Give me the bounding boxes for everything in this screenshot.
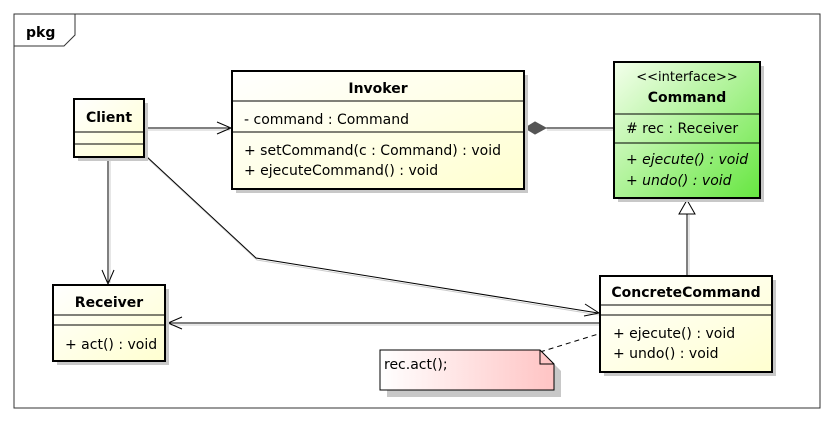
- concretecommand-operation-undo: + undo() : void: [613, 346, 719, 362]
- command-stereotype: <<interface>>: [636, 70, 738, 85]
- class-command-name: Command: [648, 90, 727, 106]
- invoker-operation-ejecutecommand: + ejecuteCommand() : void: [244, 163, 438, 179]
- class-invoker[interactable]: Invoker - command : Command + setCommand…: [231, 70, 528, 193]
- composition-invoker-command: [524, 121, 614, 135]
- class-client-name: Client: [86, 110, 132, 126]
- class-concretecommand-name: ConcreteCommand: [611, 285, 760, 301]
- class-client[interactable]: Client: [73, 98, 148, 161]
- note[interactable]: rec.act();: [379, 349, 561, 397]
- realization-concretecommand-command: [678, 198, 696, 276]
- invoker-operation-setcommand: + setCommand(c : Command) : void: [244, 143, 501, 159]
- note-text: rec.act();: [384, 357, 448, 373]
- class-concretecommand[interactable]: ConcreteCommand + ejecute() : void + und…: [599, 275, 776, 376]
- command-operation-ejecute: + ejecute() : void: [626, 152, 748, 168]
- class-receiver-name: Receiver: [75, 295, 143, 311]
- interface-command[interactable]: <<interface>> Command # rec : Receiver +…: [613, 61, 764, 202]
- concretecommand-operation-ejecute: + ejecute() : void: [613, 326, 735, 342]
- class-receiver[interactable]: Receiver + act() : void: [52, 284, 169, 365]
- invoker-attribute: - command : Command: [244, 112, 409, 128]
- class-invoker-name: Invoker: [348, 81, 407, 97]
- package-label: pkg: [26, 25, 55, 41]
- command-operation-undo: + undo() : void: [626, 173, 732, 189]
- receiver-operation-act: + act() : void: [65, 337, 157, 353]
- command-attribute: # rec : Receiver: [626, 121, 738, 137]
